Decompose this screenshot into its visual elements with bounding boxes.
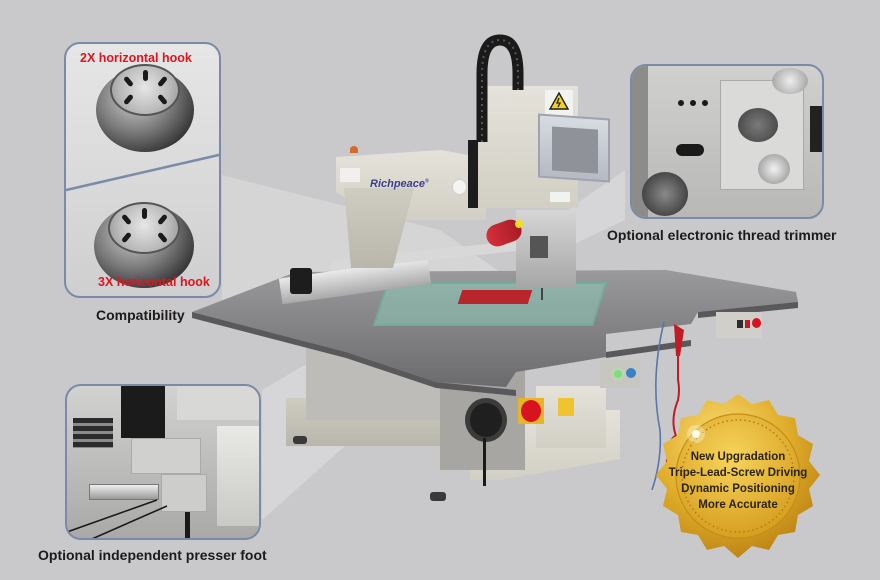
hook-3x-plate	[108, 202, 180, 254]
upper-housing	[177, 386, 259, 420]
electrical-box	[536, 386, 606, 448]
stepper-motor	[121, 386, 165, 438]
guide-wires	[67, 499, 168, 538]
power-cable	[483, 438, 486, 486]
servo-motor	[290, 268, 312, 294]
leveling-foot	[430, 492, 446, 501]
hole	[690, 100, 696, 106]
blue-button[interactable]	[626, 368, 636, 378]
presser-block	[131, 438, 201, 474]
presser-foot-caption: Optional independent presser foot	[38, 547, 267, 563]
tension-dial	[738, 108, 778, 142]
hook-2x-label: 2X horizontal hook	[80, 51, 192, 65]
slot	[676, 144, 704, 156]
touch-screen-display[interactable]	[552, 126, 598, 174]
seal-line-3: Dynamic Positioning	[681, 483, 795, 495]
stop-button[interactable]	[745, 320, 750, 328]
column-bracket	[468, 140, 480, 208]
presser-foot-rod	[185, 512, 190, 538]
compatibility-caption: Compatibility	[96, 307, 185, 323]
pneumatic-valves	[73, 418, 113, 448]
info-sticker	[340, 168, 360, 182]
emergency-stop-button[interactable]	[752, 318, 761, 328]
gold-seal-icon	[656, 394, 820, 558]
trimmer-dark-edge	[810, 106, 822, 152]
start-button[interactable]	[737, 320, 743, 328]
status-lamp	[350, 146, 358, 153]
hook-3x-label: 3X horizontal hook	[98, 275, 210, 289]
tension-knob-top	[772, 68, 808, 94]
seal-text: New Upgradation Tripe-Lead-Screw Driving…	[648, 449, 828, 513]
presser-carriage	[161, 474, 207, 512]
hook-2x-plate	[110, 64, 180, 116]
hole	[678, 100, 684, 106]
main-power-switch[interactable]	[521, 400, 541, 422]
side-panel	[217, 426, 259, 526]
bobbin-winder	[642, 172, 688, 216]
warning-label	[558, 398, 574, 416]
pattern-clamp-plate	[372, 282, 608, 326]
hole	[702, 100, 708, 106]
linear-guide	[89, 484, 159, 500]
needle	[541, 288, 543, 300]
leveling-foot	[293, 436, 307, 444]
divider-line	[66, 153, 219, 192]
seal-line-2: Tripe-Lead-Screw Driving	[668, 467, 808, 479]
high-voltage-warning-icon	[549, 92, 569, 110]
oil-cap	[515, 220, 523, 228]
upgrade-seal-badge: New Upgradation Tripe-Lead-Screw Driving…	[648, 392, 828, 564]
spool-cover	[452, 179, 467, 195]
seal-line-1: New Upgradation	[690, 451, 786, 463]
compatibility-callout: 2X horizontal hook 3X horizontal hook	[64, 42, 221, 298]
cable-drag-chain	[476, 34, 524, 142]
touch-screen-panel[interactable]	[538, 113, 610, 183]
head-window	[530, 236, 548, 258]
handwheel	[465, 398, 507, 442]
fabric-piece	[457, 290, 533, 304]
brand-logo: Richpeace®	[370, 178, 429, 190]
trimmer-housing-edge	[632, 66, 648, 217]
model-sticker	[550, 192, 570, 202]
thread-trimmer-callout	[630, 64, 824, 219]
thread-trimmer-caption: Optional electronic thread trimmer	[607, 227, 837, 243]
power-indicator-light	[614, 370, 622, 378]
presser-foot-callout	[65, 384, 261, 540]
seal-line-4: More Accurate	[698, 499, 778, 511]
thread-guide-disc	[758, 154, 790, 184]
